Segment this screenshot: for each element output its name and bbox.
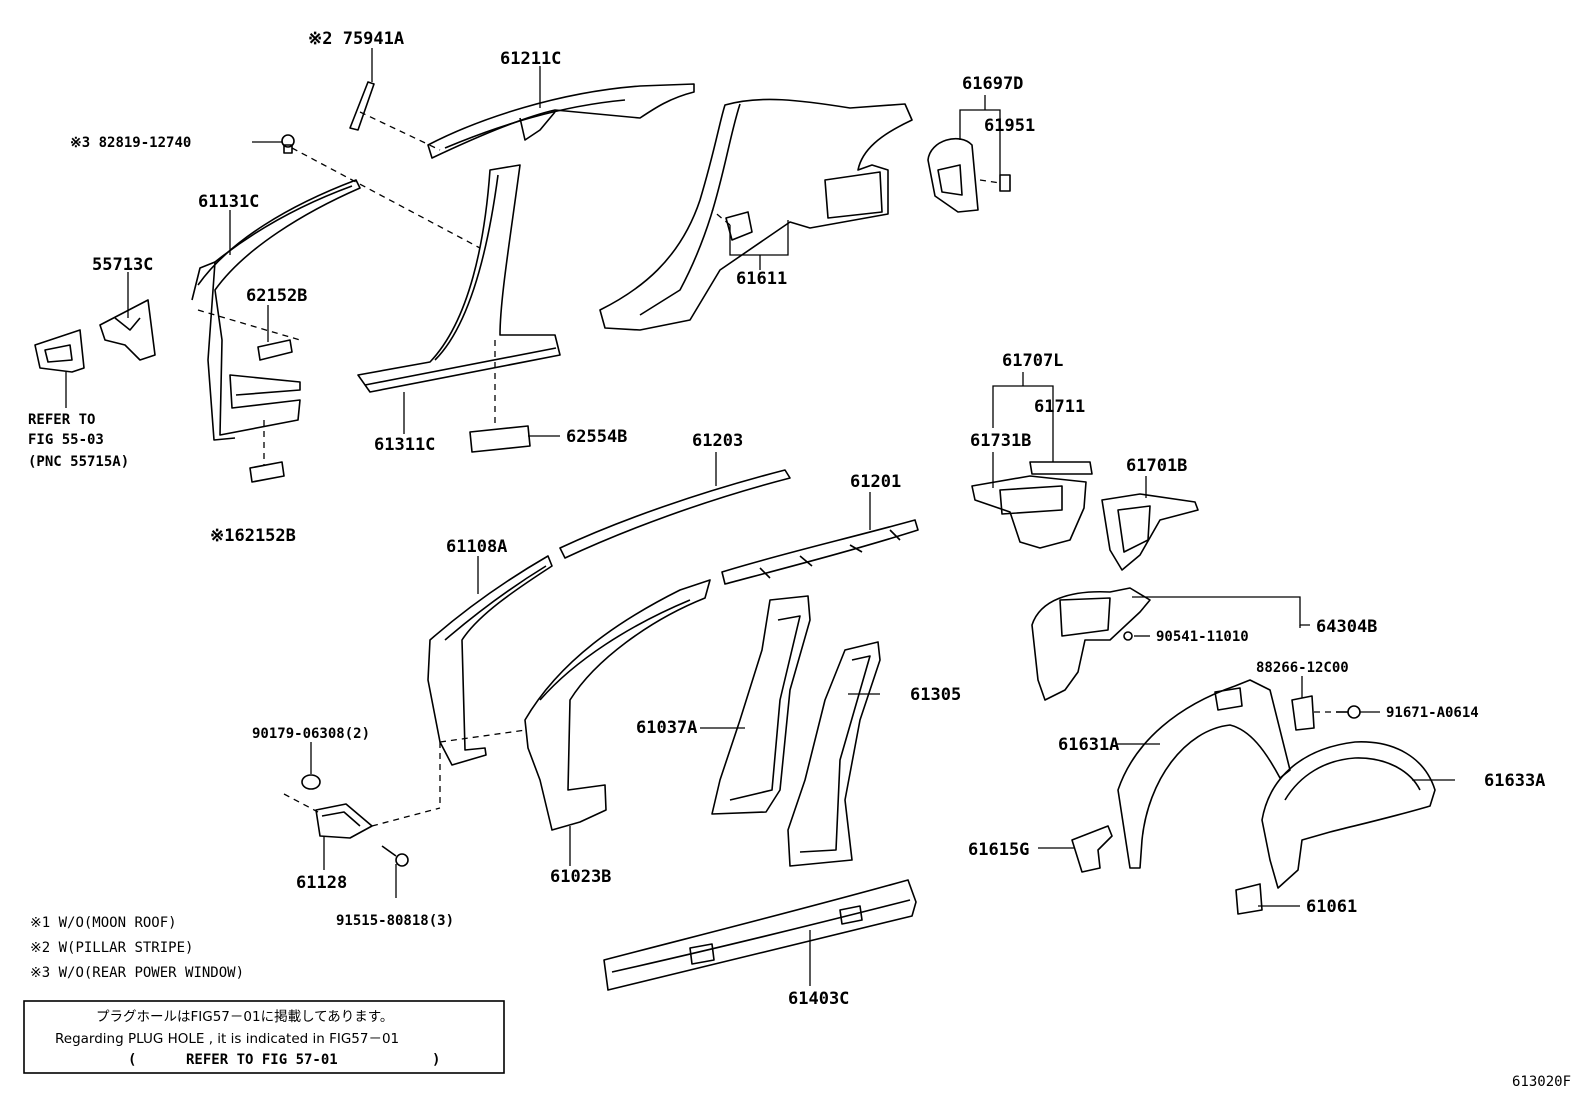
- part-88266-drawing: [1291, 695, 1315, 731]
- part-61631A-drawing: [1117, 679, 1291, 869]
- label-61707L: 61707L: [1002, 351, 1063, 371]
- part-62554B-drawing: [469, 425, 531, 453]
- label-61131C: 61131C: [198, 192, 259, 212]
- part-61037A-drawing: [711, 595, 811, 815]
- footnotes: ※1 W/O(MOON ROOF) ※2 W(PILLAR STRIPE) ※3…: [30, 915, 244, 981]
- label-61305: 61305: [910, 685, 961, 705]
- part-61211C-drawing: [427, 83, 695, 159]
- label-162152B: ※162152B: [210, 526, 296, 546]
- label-refer-to: REFER TO: [28, 412, 95, 428]
- part-61305-drawing: [787, 641, 881, 867]
- label-61701B: 61701B: [1126, 456, 1187, 476]
- label-62152B: 62152B: [246, 286, 307, 306]
- notice-refer-text: REFER TO FIG 57-01: [186, 1052, 338, 1068]
- part-61731B-drawing: [971, 475, 1087, 549]
- notice-paren-open: (: [128, 1052, 136, 1068]
- notice-line-1: プラグホールはFIG57－01に掲載してあります。: [96, 1009, 393, 1025]
- label-61403C: 61403C: [788, 989, 849, 1009]
- part-refer-55-03-drawing: [34, 329, 85, 373]
- label-61631A: 61631A: [1058, 735, 1119, 755]
- note-2: ※2 W(PILLAR STRIPE): [30, 940, 193, 956]
- label-61633A: 61633A: [1484, 771, 1545, 791]
- label-75941A: ※2 75941A: [308, 29, 404, 49]
- label-82819-12740: ※3 82819-12740: [70, 135, 191, 151]
- label-61108A: 61108A: [446, 537, 507, 557]
- part-61131C-drawing: [191, 179, 361, 441]
- part-162152B-drawing: [249, 461, 285, 483]
- label-61615G: 61615G: [968, 840, 1029, 860]
- label-91515-80818: 91515-80818(3): [336, 913, 454, 929]
- part-61128-drawing: [315, 803, 373, 839]
- part-61023B-drawing: [524, 579, 711, 831]
- part-62152B-drawing: [257, 339, 293, 361]
- label-61611: 61611: [736, 269, 787, 289]
- label-88266-12C00: 88266-12C00: [1256, 660, 1349, 676]
- part-61201-drawing: [721, 519, 919, 585]
- part-61711-drawing: [1029, 461, 1093, 475]
- part-91671-drawing: [1336, 705, 1361, 719]
- part-61615G-drawing: [1071, 825, 1113, 873]
- part-75941A-drawing: [349, 81, 375, 131]
- label-61697D: 61697D: [962, 74, 1023, 94]
- label-62554B: 62554B: [566, 427, 627, 447]
- notice-paren-close: ): [432, 1052, 440, 1068]
- label-61061: 61061: [1306, 897, 1357, 917]
- notice-line-2: Regarding PLUG HOLE , it is indicated in…: [55, 1031, 399, 1047]
- part-61061-drawing: [1235, 883, 1263, 915]
- notice-box: プラグホールはFIG57－01に掲載してあります。 Regarding PLUG…: [23, 1000, 505, 1074]
- label-fig-55-03: FIG 55-03: [28, 432, 104, 448]
- label-61037A: 61037A: [636, 718, 697, 738]
- label-64304B: 64304B: [1316, 617, 1377, 637]
- label-61711: 61711: [1034, 397, 1085, 417]
- label-61201: 61201: [850, 472, 901, 492]
- label-61951: 61951: [984, 116, 1035, 136]
- label-61731B: 61731B: [970, 431, 1031, 451]
- part-61701B-drawing: [1101, 493, 1199, 571]
- label-90179-06308: 90179-06308(2): [252, 726, 370, 742]
- part-82819-drawing: [281, 134, 295, 154]
- part-61203-drawing: [559, 469, 791, 559]
- label-91671-A0614: 91671-A0614: [1386, 705, 1479, 721]
- note-3: ※3 W/O(REAR POWER WINDOW): [30, 965, 244, 981]
- label-pnc-55715A: (PNC 55715A): [28, 454, 129, 470]
- figure-code: 613020F: [1512, 1074, 1571, 1090]
- part-61108A-drawing: [427, 555, 553, 766]
- dashed-guides: [197, 111, 1336, 827]
- part-64304B-drawing: [1031, 587, 1151, 701]
- label-61311C: 61311C: [374, 435, 435, 455]
- part-91515-drawing: [381, 845, 409, 867]
- label-61203: 61203: [692, 431, 743, 451]
- label-61211C: 61211C: [500, 49, 561, 69]
- part-61403C-drawing: [603, 879, 917, 991]
- label-90541-11010: 90541-11010: [1156, 629, 1249, 645]
- note-1: ※1 W/O(MOON ROOF): [30, 915, 177, 931]
- part-61311C-drawing: [357, 164, 561, 393]
- label-55713C: 55713C: [92, 255, 153, 275]
- part-labels: ※2 75941A 61211C ※3 82819-12740 61131C 5…: [28, 29, 1545, 1009]
- part-quarter-panel-drawing: [599, 98, 913, 331]
- part-90541-drawing: [1123, 631, 1133, 641]
- label-61023B: 61023B: [550, 867, 611, 887]
- leader-lines: [65, 48, 1455, 986]
- label-61128: 61128: [296, 873, 347, 893]
- part-90179-drawing: [301, 774, 321, 790]
- part-61697D-drawing: [927, 137, 979, 213]
- part-61633A-drawing: [1261, 741, 1436, 889]
- part-61951-drawing: [999, 174, 1011, 192]
- part-55713C-drawing: [99, 299, 156, 361]
